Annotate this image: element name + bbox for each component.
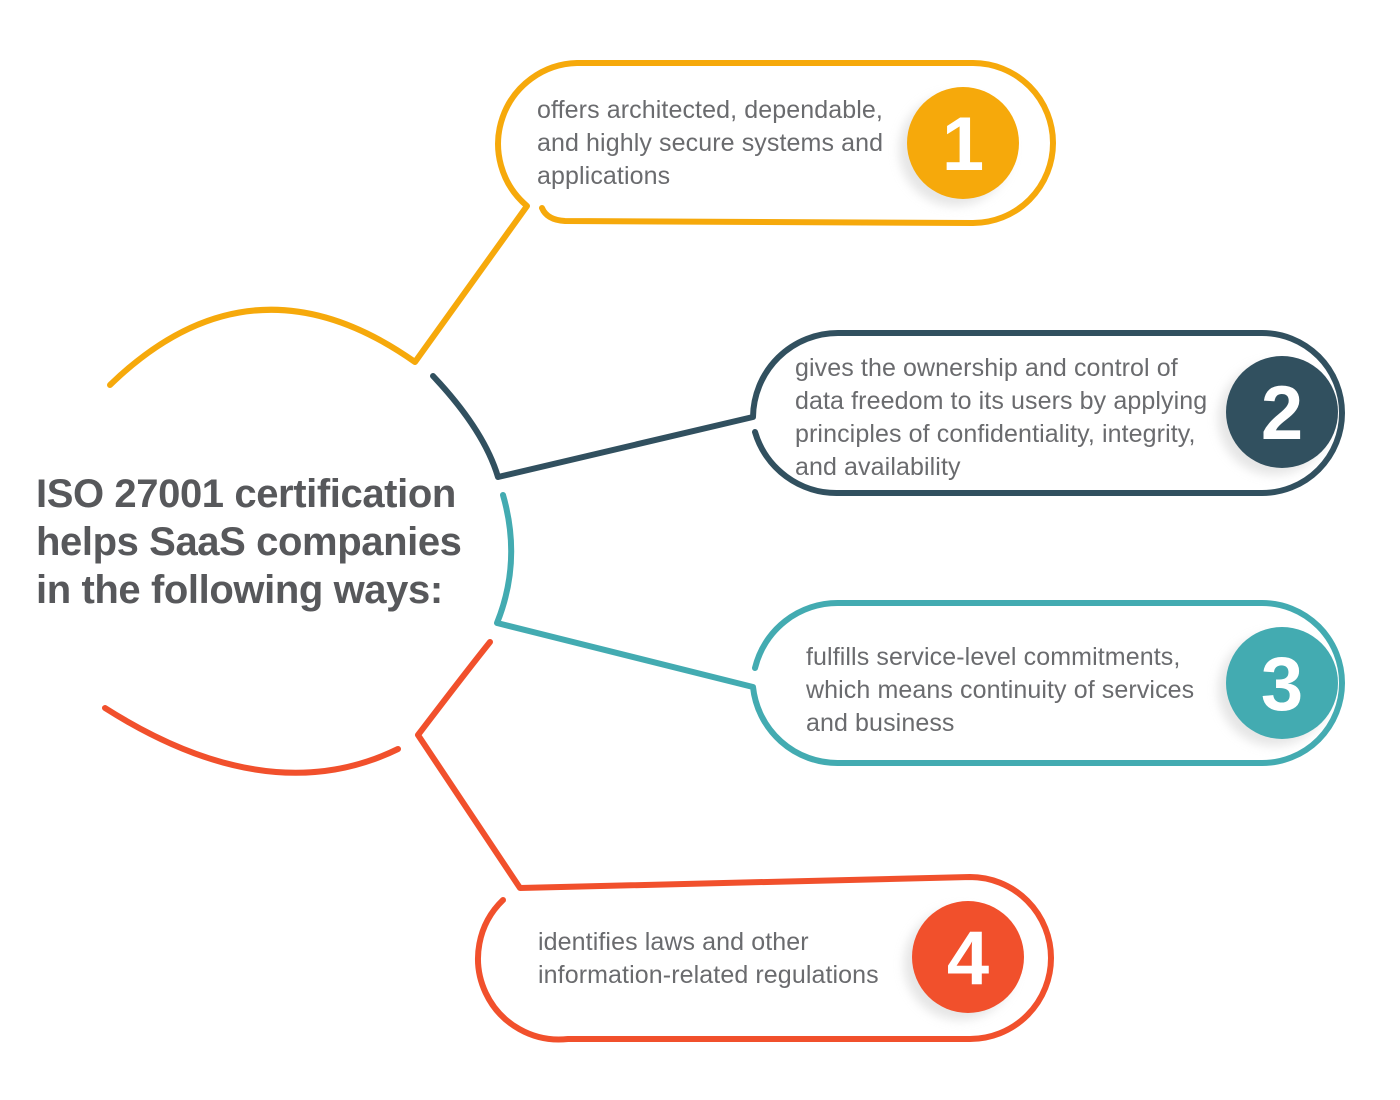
number-badge-3: [1226, 627, 1338, 739]
number-badge-4-label: 4: [947, 916, 989, 1001]
number-badge-2-label: 2: [1261, 371, 1303, 456]
bubble-3-text: fulfills service-level commitments, whic…: [806, 643, 1195, 737]
bubble-2-outline-and-connector: [430, 330, 1345, 497]
bubble-2-text: gives the ownership and control of data …: [795, 354, 1208, 481]
circle-bottom-arc: [102, 705, 401, 776]
page-title: ISO 27001 certification helps SaaS compa…: [36, 472, 462, 612]
bubble-4-text: identifies laws and other information-re…: [538, 928, 879, 989]
number-badge-3-label: 3: [1261, 642, 1303, 727]
number-badge-4: [912, 901, 1024, 1013]
number-badge-2: [1226, 356, 1338, 468]
bubble-3-outline-and-connector: [494, 492, 1345, 767]
bubble-1-text: offers architected, dependable, and high…: [537, 96, 884, 190]
number-badge-1: [907, 87, 1019, 199]
number-badge-1-label: 1: [942, 102, 984, 187]
bubble-1-outline-and-connector: [107, 60, 1056, 388]
bubble-4-outline-and-connector: [415, 639, 1054, 1043]
